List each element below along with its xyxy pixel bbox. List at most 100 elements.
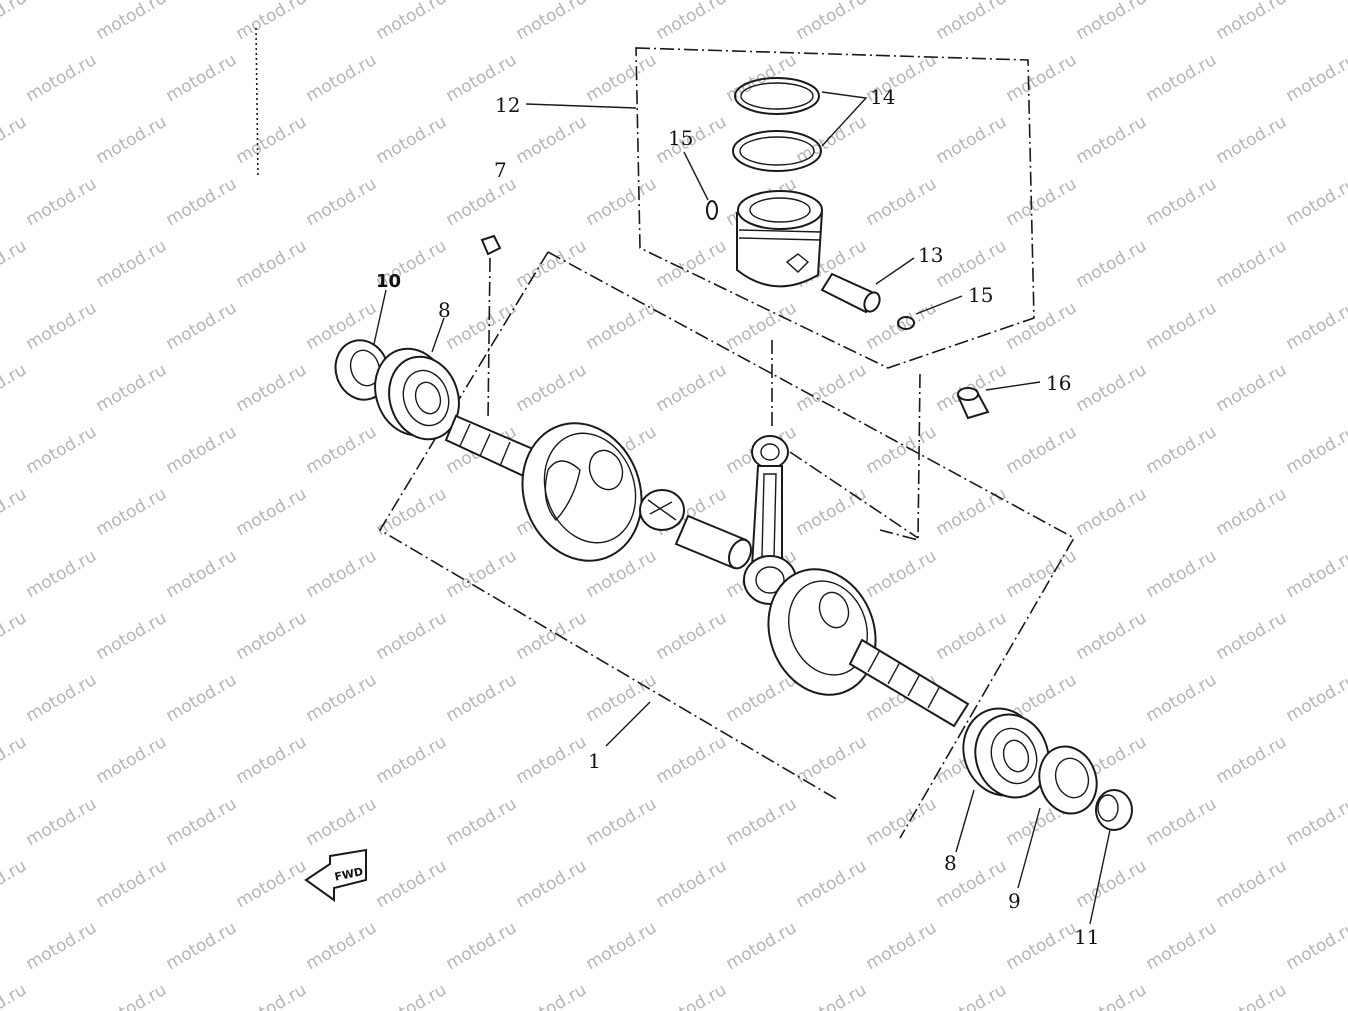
leader-13 [875, 257, 915, 285]
watermark-text: motod.ru [233, 732, 311, 788]
watermark-text: motod.ru [583, 174, 661, 230]
watermark-text: motod.ru [653, 360, 731, 416]
watermark-text: motod.ru [723, 670, 801, 726]
watermark-text: motod.ru [1143, 918, 1221, 974]
watermark-text: motod.ru [0, 608, 30, 664]
leader-11 [1089, 829, 1111, 925]
callout-14: 14 [870, 85, 895, 109]
connecting-rod [743, 435, 797, 605]
leader-16 [985, 381, 1041, 391]
watermark-text: motod.ru [1073, 856, 1151, 912]
watermark-text: motod.ru [793, 980, 871, 1011]
watermark-text: motod.ru [653, 608, 731, 664]
watermark-text: motod.ru [513, 236, 591, 292]
watermark-text: motod.ru [1143, 670, 1221, 726]
watermark-text: motod.ru [793, 360, 871, 416]
piston-pin-clip-left [706, 200, 718, 220]
watermark-text: motod.ru [163, 174, 241, 230]
watermark-text: motod.ru [1003, 546, 1081, 602]
watermark-text: motod.ru [0, 0, 30, 44]
callout-1: 1 [588, 749, 601, 773]
watermark-text: motod.ru [163, 298, 241, 354]
leader-15a [683, 151, 709, 201]
watermark-text: motod.ru [373, 112, 451, 168]
watermark-text: motod.ru [1213, 484, 1291, 540]
small-end-bearing [956, 387, 990, 420]
watermark-text: motod.ru [303, 174, 381, 230]
piston-pin-clip-right [897, 316, 915, 330]
watermark-text: motod.ru [1213, 236, 1291, 292]
watermark-text: motod.ru [0, 360, 30, 416]
callout-15b: 15 [968, 283, 993, 307]
callout-10: 10 [376, 271, 401, 292]
watermark-text: motod.ru [233, 236, 311, 292]
watermark-text: motod.ru [303, 50, 381, 106]
watermark-text: motod.ru [1073, 0, 1151, 44]
leader-9 [1017, 807, 1041, 889]
watermark-text: motod.ru [1003, 918, 1081, 974]
watermark-text: motod.ru [93, 484, 171, 540]
watermark-text: motod.ru [583, 794, 661, 850]
watermark-text: motod.ru [863, 546, 941, 602]
watermark-text: motod.ru [373, 608, 451, 664]
watermark-text: motod.ru [443, 918, 521, 974]
watermark-text: motod.ru [233, 856, 311, 912]
watermark-text: motod.ru [93, 236, 171, 292]
watermark-text: motod.ru [0, 236, 30, 292]
watermark-text: motod.ru [933, 608, 1011, 664]
watermark-text: motod.ru [23, 546, 101, 602]
watermark-text: motod.ru [93, 112, 171, 168]
watermark-text: motod.ru [1213, 0, 1291, 44]
watermark-text: motod.ru [23, 174, 101, 230]
watermark-text: motod.ru [1073, 484, 1151, 540]
watermark-text: motod.ru [1283, 422, 1348, 478]
watermark-text: motod.ru [1283, 50, 1348, 106]
callout-11: 11 [1074, 925, 1099, 949]
watermark-text: motod.ru [373, 980, 451, 1011]
watermark-text: motod.ru [1283, 174, 1348, 230]
watermark-text: motod.ru [443, 298, 521, 354]
piston-assembly-frame [525, 47, 1035, 369]
watermark-text: motod.ru [1143, 50, 1221, 106]
watermark-text: motod.ru [1073, 360, 1151, 416]
watermark-text: motod.ru [93, 0, 171, 44]
callout-8b: 8 [944, 851, 957, 875]
watermark-text: motod.ru [163, 918, 241, 974]
watermark-text: motod.ru [23, 50, 101, 106]
watermark-text: motod.ru [303, 546, 381, 602]
watermark-text: motod.ru [0, 980, 30, 1011]
watermark-text: motod.ru [93, 980, 171, 1011]
watermark-text: motod.ru [1213, 856, 1291, 912]
watermark-text: motod.ru [933, 112, 1011, 168]
leader-14 [821, 91, 868, 147]
leader-8b [955, 789, 975, 853]
watermark-text: motod.ru [723, 918, 801, 974]
watermark-text: motod.ru [513, 360, 591, 416]
watermark-text: motod.ru [513, 112, 591, 168]
piston-pin [820, 272, 881, 314]
watermark-text: motod.ru [1003, 422, 1081, 478]
watermark-text: motod.ru [163, 794, 241, 850]
watermark-text: motod.ru [513, 608, 591, 664]
watermark-text: motod.ru [653, 980, 731, 1011]
callout-12: 12 [495, 93, 520, 117]
watermark-text: motod.ru [163, 546, 241, 602]
fwd-label: FWD [333, 865, 364, 884]
watermark-text: motod.ru [1003, 50, 1081, 106]
watermark-text: motod.ru [863, 918, 941, 974]
leader-15b [915, 295, 963, 315]
watermark-text: motod.ru [443, 174, 521, 230]
watermark-text: motod.ru [1213, 608, 1291, 664]
watermark-text: motod.ru [723, 794, 801, 850]
watermark-text: motod.ru [23, 794, 101, 850]
watermark-text: motod.ru [513, 0, 591, 44]
watermark-text: motod.ru [1283, 298, 1348, 354]
watermark-text: motod.ru [583, 670, 661, 726]
watermark-text: motod.ru [373, 856, 451, 912]
watermark-text: motod.ru [303, 670, 381, 726]
watermark-text: motod.ru [1283, 794, 1348, 850]
watermark-text: motod.ru [1213, 112, 1291, 168]
watermark-text: motod.ru [0, 112, 30, 168]
callout-13: 13 [918, 243, 943, 267]
